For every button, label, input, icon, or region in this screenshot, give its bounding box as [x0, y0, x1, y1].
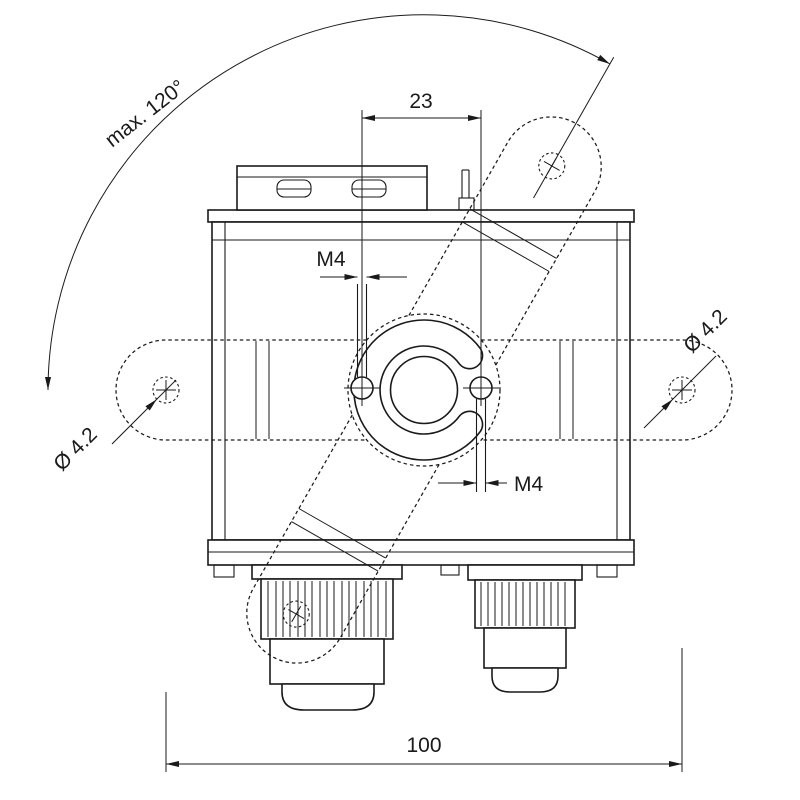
gland-right-cap	[491, 667, 559, 693]
screw-right	[463, 370, 499, 492]
central-clamp	[353, 319, 484, 461]
dimension-hole-dia-right: Ø 4.2	[643, 305, 732, 429]
bottom-tab-left	[213, 564, 235, 578]
dim-label-dia-left: Ø 4.2	[49, 423, 102, 476]
bottom-tab-middle	[440, 564, 460, 576]
arrowhead	[661, 399, 673, 411]
gland-left-knurl	[267, 581, 387, 637]
arrowhead	[597, 54, 610, 64]
arrowhead	[344, 274, 358, 280]
arrowhead	[145, 399, 157, 411]
top-pin	[458, 169, 475, 211]
gland-left-body	[269, 638, 385, 685]
cable-gland-left	[251, 564, 403, 711]
arrowhead	[45, 377, 51, 390]
arrowhead	[468, 115, 481, 121]
screw-left-centermark	[344, 370, 380, 406]
gland-left-cap	[281, 683, 375, 711]
dim-label-m4-right: M4	[514, 473, 543, 496]
cable-gland-right	[467, 564, 583, 693]
arrowhead	[463, 480, 477, 486]
dim-label-m4-left: M4	[316, 248, 345, 271]
gland-right-nut	[474, 579, 576, 629]
bracket-arm-right	[481, 339, 733, 441]
bottom-tab-right	[596, 564, 618, 578]
clamp-shaft-circle	[389, 355, 459, 425]
gland-right-knurl	[480, 582, 566, 626]
arrowhead	[166, 761, 179, 767]
bracket-boss-circle	[347, 313, 501, 467]
bracket-joint-lines	[255, 208, 574, 572]
clamp-c-ring	[353, 319, 484, 461]
dimension-screw-spacing-23: 23	[361, 90, 482, 374]
dimension-hole-dia-left: Ø 4.2	[49, 379, 177, 476]
screw-left	[344, 284, 380, 406]
terminal-block-outline	[236, 165, 428, 211]
terminal-block	[236, 165, 475, 211]
arrowhead	[366, 274, 380, 280]
mounting-hole-lower-swiveled	[282, 600, 310, 628]
dimension-thread-m4-right: M4	[438, 473, 543, 496]
dim-label-angle: max. 120°	[101, 75, 190, 151]
gland-right-body	[483, 627, 567, 669]
dimension-thread-m4-left: M4	[316, 248, 407, 280]
gland-left-flange	[251, 564, 403, 580]
screw-right-centermark	[463, 370, 499, 406]
dim-label-100: 100	[406, 734, 441, 757]
dim-label-23: 23	[409, 90, 432, 113]
arrowhead	[669, 761, 682, 767]
arrowhead	[362, 115, 375, 121]
gland-right-flange	[467, 564, 583, 581]
dim-label-dia-right: Ø 4.2	[679, 305, 732, 358]
dimension-mounting-width-100: 100	[165, 648, 683, 772]
mounting-bracket-outlines	[115, 116, 733, 664]
arrowhead	[485, 480, 499, 486]
top-flange	[207, 209, 635, 223]
bracket-arm-left	[115, 339, 367, 441]
